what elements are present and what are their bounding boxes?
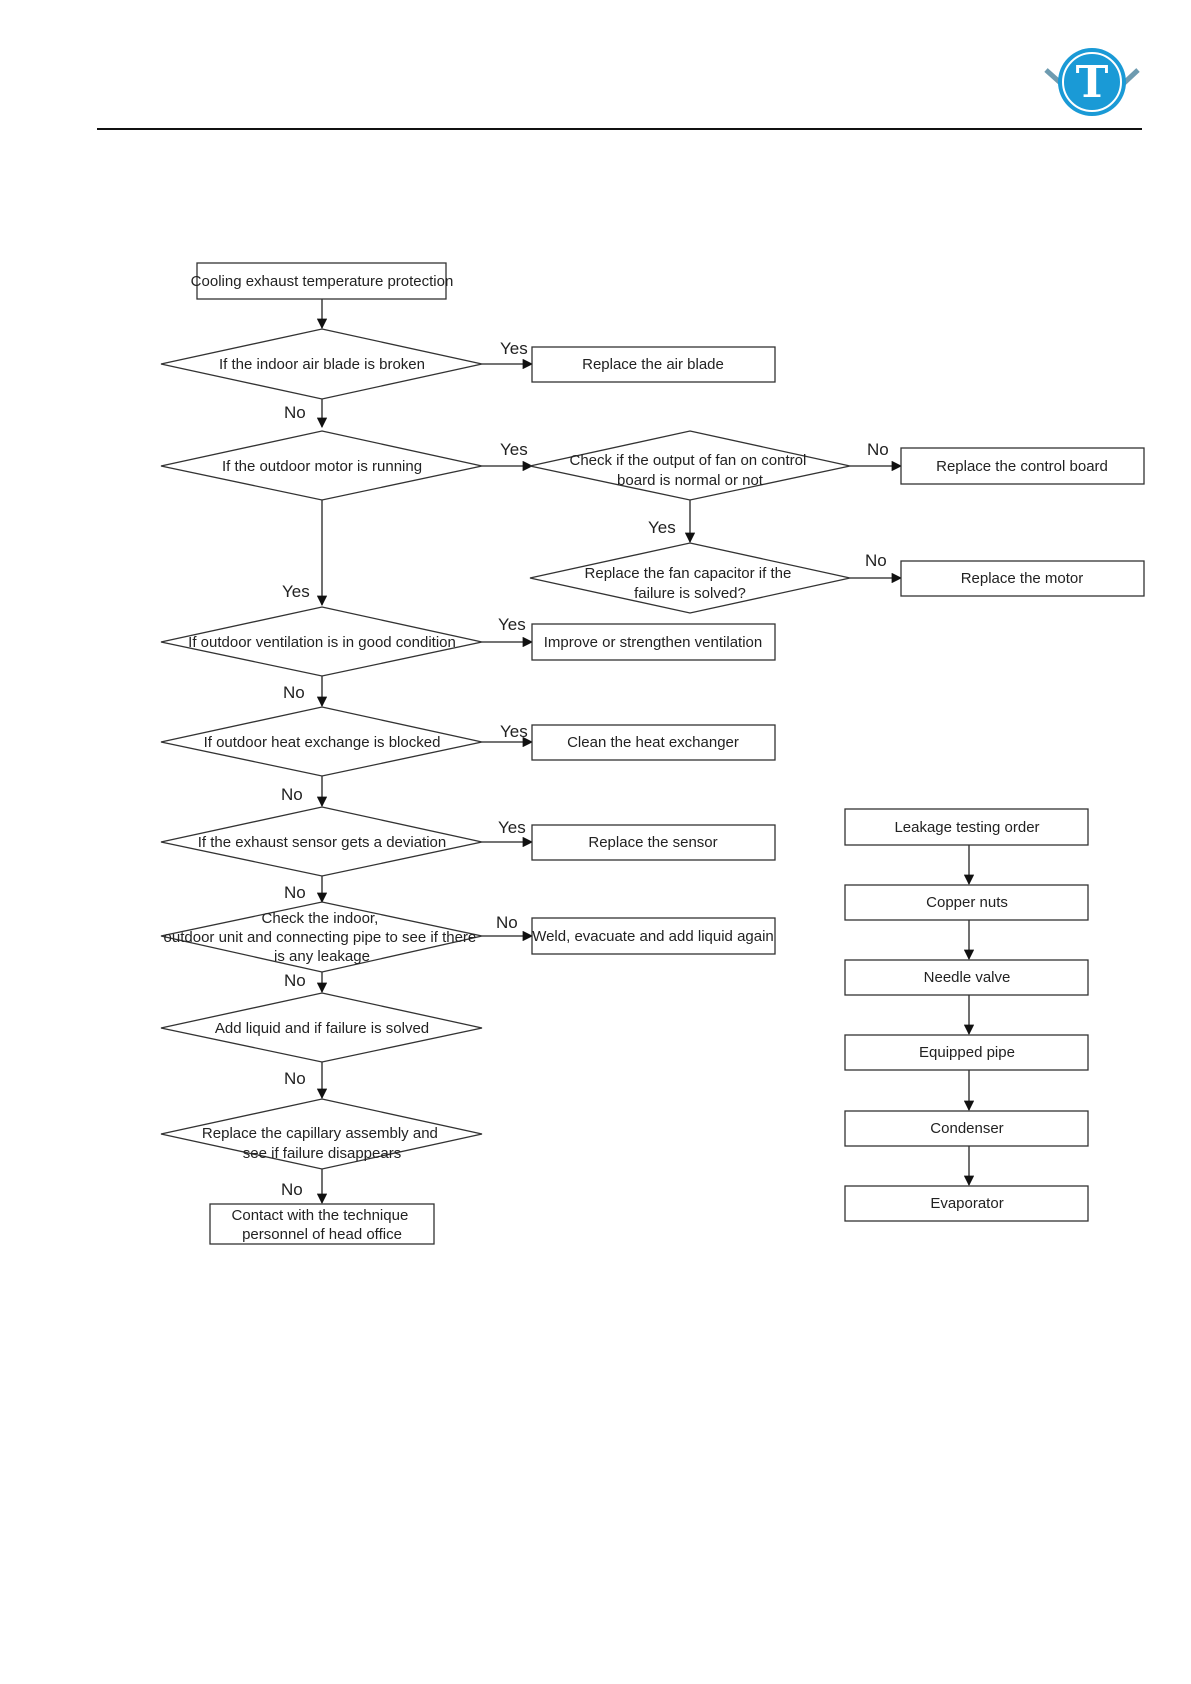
decision-label: Check the indoor, outdoor unit and conne… [164, 910, 481, 965]
edge-label-no: No [284, 971, 306, 990]
edge-label-no: No [281, 785, 303, 804]
edge-labels: Yes No Yes No Yes No Yes Yes No Yes No Y… [281, 339, 889, 1199]
leakage-step: Condenser [844, 1110, 1089, 1147]
edge-label-no: No [283, 683, 305, 702]
edge-label-no: No [284, 1069, 306, 1088]
leakage-order-list: Leakage testing order Copper nuts Needle… [844, 808, 1089, 1222]
decision-fan-capacitor: Replace the fan capacitor if the failure… [529, 542, 851, 614]
logo-letter: T [1076, 57, 1109, 108]
decision-label: If outdoor heat exchange is blocked [204, 734, 441, 751]
action-replace-control-board: Replace the control board [900, 447, 1145, 485]
start-label: Cooling exhaust temperature protection [191, 273, 454, 290]
edge-label-yes: Yes [500, 440, 528, 459]
decision-heat-exchange: If outdoor heat exchange is blocked [160, 706, 483, 777]
connectors [316, 299, 975, 1205]
action-label: Replace the sensor [588, 834, 717, 851]
decision-fan-output: Check if the output of fan on control bo… [529, 430, 851, 501]
company-logo-icon: T [1044, 48, 1140, 116]
action-replace-sensor: Replace the sensor [531, 824, 776, 861]
decision-outdoor-motor: If the outdoor motor is running [160, 430, 483, 501]
svg-text:Condenser: Condenser [930, 1120, 1003, 1137]
leakage-step: Equipped pipe [844, 1034, 1089, 1071]
svg-text:Leakage testing order: Leakage testing order [894, 819, 1039, 836]
action-label: Weld, evacuate and add liquid again [532, 928, 774, 945]
edge-label-no: No [496, 913, 518, 932]
decision-exhaust-sensor: If the exhaust sensor gets a deviation [160, 806, 483, 877]
decision-label: If the indoor air blade is broken [219, 356, 425, 373]
svg-text:Needle valve: Needle valve [924, 969, 1011, 986]
decision-label: Replace the capillary assembly and see i… [202, 1125, 442, 1162]
action-label: Replace the control board [936, 458, 1108, 475]
decision-add-liquid: Add liquid and if failure is solved [160, 992, 483, 1063]
decision-indoor-air-blade: If the indoor air blade is broken [160, 328, 483, 400]
edge-label-no: No [865, 551, 887, 570]
decision-label: Replace the fan capacitor if the failure… [585, 565, 796, 602]
decision-label: Check if the output of fan on control bo… [570, 452, 811, 489]
decision-capillary-assembly: Replace the capillary assembly and see i… [160, 1098, 483, 1170]
svg-text:Equipped pipe: Equipped pipe [919, 1044, 1015, 1061]
svg-text:Evaporator: Evaporator [930, 1195, 1003, 1212]
edge-label-no: No [867, 440, 889, 459]
leakage-step: Evaporator [844, 1185, 1089, 1222]
svg-text:Copper nuts: Copper nuts [926, 894, 1008, 911]
edge-label-yes: Yes [498, 818, 526, 837]
leakage-step: Copper nuts [844, 884, 1089, 921]
edge-label-yes: Yes [282, 582, 310, 601]
action-improve-ventilation: Improve or strengthen ventilation [531, 623, 776, 661]
action-label: Replace the motor [961, 570, 1084, 587]
edge-label-yes: Yes [500, 339, 528, 358]
action-replace-motor: Replace the motor [900, 560, 1145, 597]
decision-ventilation: If outdoor ventilation is in good condit… [160, 606, 483, 677]
leakage-step: Needle valve [844, 959, 1089, 996]
leakage-step: Leakage testing order [844, 808, 1089, 846]
start-box: Cooling exhaust temperature protection [191, 262, 454, 300]
decision-label: If outdoor ventilation is in good condit… [188, 634, 456, 651]
action-label: Replace the air blade [582, 356, 724, 373]
decision-label: If the exhaust sensor gets a deviation [198, 834, 447, 851]
action-label: Clean the heat exchanger [567, 734, 739, 751]
edge-label-no: No [284, 403, 306, 422]
action-label: Improve or strengthen ventilation [544, 634, 762, 651]
decision-leakage-check: Check the indoor, outdoor unit and conne… [160, 901, 483, 973]
action-replace-air-blade: Replace the air blade [531, 346, 776, 383]
decision-label: If the outdoor motor is running [222, 458, 422, 475]
edge-label-yes: Yes [648, 518, 676, 537]
end-box: Contact with the technique personnel of … [209, 1203, 435, 1245]
edge-label-no: No [281, 1180, 303, 1199]
end-label: Contact with the technique personnel of … [232, 1207, 413, 1243]
decision-label: Add liquid and if failure is solved [215, 1020, 429, 1037]
edge-label-no: No [284, 883, 306, 902]
edge-label-yes: Yes [500, 722, 528, 741]
edge-label-yes: Yes [498, 615, 526, 634]
action-clean-heat-exchanger: Clean the heat exchanger [531, 724, 776, 761]
action-weld-evacuate: Weld, evacuate and add liquid again [531, 917, 776, 955]
